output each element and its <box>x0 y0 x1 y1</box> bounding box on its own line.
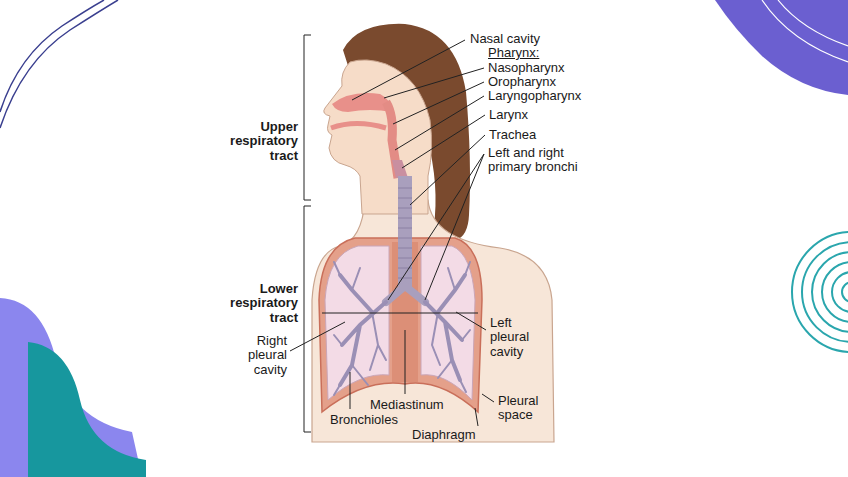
organ-label: Diaphragm <box>412 428 476 442</box>
torso <box>312 200 554 442</box>
region-bracket <box>304 206 311 432</box>
section-line <box>322 313 478 314</box>
trachea-rings <box>398 188 412 278</box>
leader-line <box>290 322 345 351</box>
leader-line <box>393 82 484 124</box>
corner-blob <box>715 0 848 95</box>
corner-curve <box>0 0 104 112</box>
leader-line <box>475 408 478 426</box>
swirl-ring <box>822 262 848 322</box>
organ-label: Larynx <box>489 108 528 122</box>
oral-cavity <box>331 124 386 129</box>
region-label: Lower respiratory tract <box>218 282 298 325</box>
corner-curve <box>0 0 118 128</box>
organ-label: Mediastinum <box>370 398 444 412</box>
organ-label: Nasal cavity <box>470 32 540 46</box>
organ-label: Right pleural cavity <box>235 334 287 377</box>
corner-curve <box>778 0 848 46</box>
swirl-ring <box>802 242 848 342</box>
leader-lines <box>290 35 494 432</box>
region-bracket <box>304 35 311 200</box>
corner-curve <box>762 0 848 62</box>
leader-line <box>388 154 484 300</box>
organ-label: Left pleural cavity <box>490 316 542 359</box>
leader-line <box>482 394 494 402</box>
organ-label: Bronchioles <box>330 413 398 427</box>
swirl-ring <box>792 232 848 352</box>
swirl-ring <box>842 282 848 302</box>
organ-label: Pleural space <box>498 394 546 423</box>
leader-line <box>405 330 406 394</box>
group-heading: Pharynx: <box>488 46 539 60</box>
face <box>324 60 432 214</box>
leader-line <box>395 96 484 150</box>
trachea <box>398 176 412 290</box>
swirl-ring <box>812 252 848 332</box>
right-lung <box>325 246 389 400</box>
organ-label: Oropharynx <box>488 75 556 89</box>
leader-line <box>384 68 484 98</box>
organ-label: Nasopharynx <box>488 61 565 75</box>
organ-label: Laryngopharynx <box>488 89 581 103</box>
leader-line <box>402 115 485 168</box>
thorax <box>319 176 482 412</box>
bronchiole <box>334 262 470 395</box>
larynx <box>392 160 408 178</box>
swirl-ring <box>832 272 848 312</box>
organ-label: Left and right primary bronchi <box>488 146 588 175</box>
trachea-ring <box>398 188 412 278</box>
organ-label: Trachea <box>489 128 536 142</box>
region-label: Upper respiratory tract <box>218 120 298 163</box>
nasal-cavity <box>332 93 392 112</box>
corner-blob <box>28 342 146 477</box>
teal-swirl <box>792 232 848 352</box>
leader-line <box>456 312 486 330</box>
leader-line <box>350 372 351 409</box>
bronchial-tree <box>334 262 470 395</box>
leader-line <box>425 154 484 300</box>
